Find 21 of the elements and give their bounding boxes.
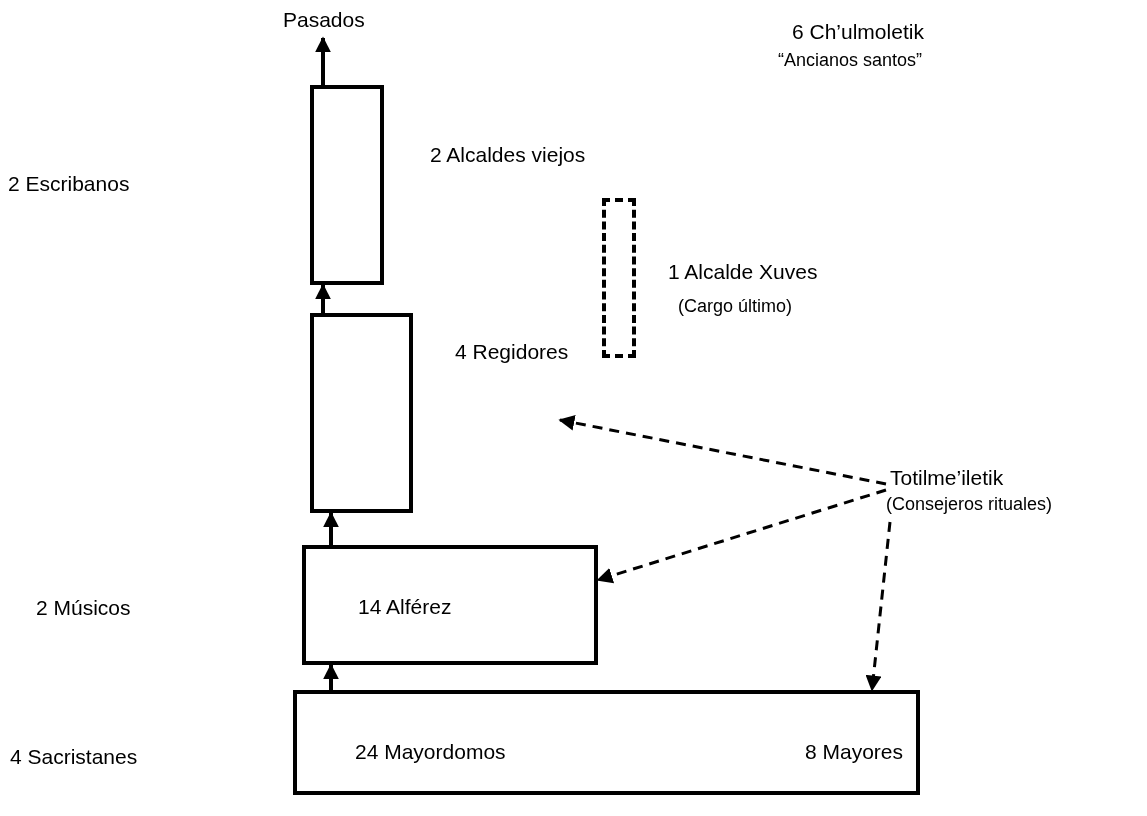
arrow: [315, 36, 331, 85]
rank-label: 1 Alcalde Xuves: [668, 260, 818, 285]
side-label: 4 Sacristanes: [10, 745, 138, 770]
rank-label: 2 Alcaldes viejos: [430, 143, 586, 168]
subtitle-text: 8 Mayores: [805, 740, 904, 765]
arrow: [315, 283, 331, 313]
dashed-arrow: [865, 521, 892, 692]
subtitle-text: (Cargo último): [678, 296, 793, 317]
subtitle-text: (Consejeros rituales): [886, 494, 1053, 515]
arrow: [323, 663, 339, 690]
rank-label: 24 Mayordomos: [355, 740, 506, 765]
rank-label: 4 Regidores: [455, 340, 569, 365]
subtitle-text: “Ancianos santos”: [778, 50, 923, 71]
side-label: 2 Escribanos: [8, 172, 130, 197]
dashed-arrow: [558, 414, 887, 486]
rank-label: Totilme’iletik: [890, 466, 1004, 491]
arrow: [323, 511, 339, 545]
rank-label: 14 Alférez: [358, 595, 452, 620]
rank-label: 6 Ch’ulmoletik: [792, 20, 924, 45]
side-label: 2 Músicos: [36, 596, 131, 621]
rank-label: Pasados: [283, 8, 365, 33]
